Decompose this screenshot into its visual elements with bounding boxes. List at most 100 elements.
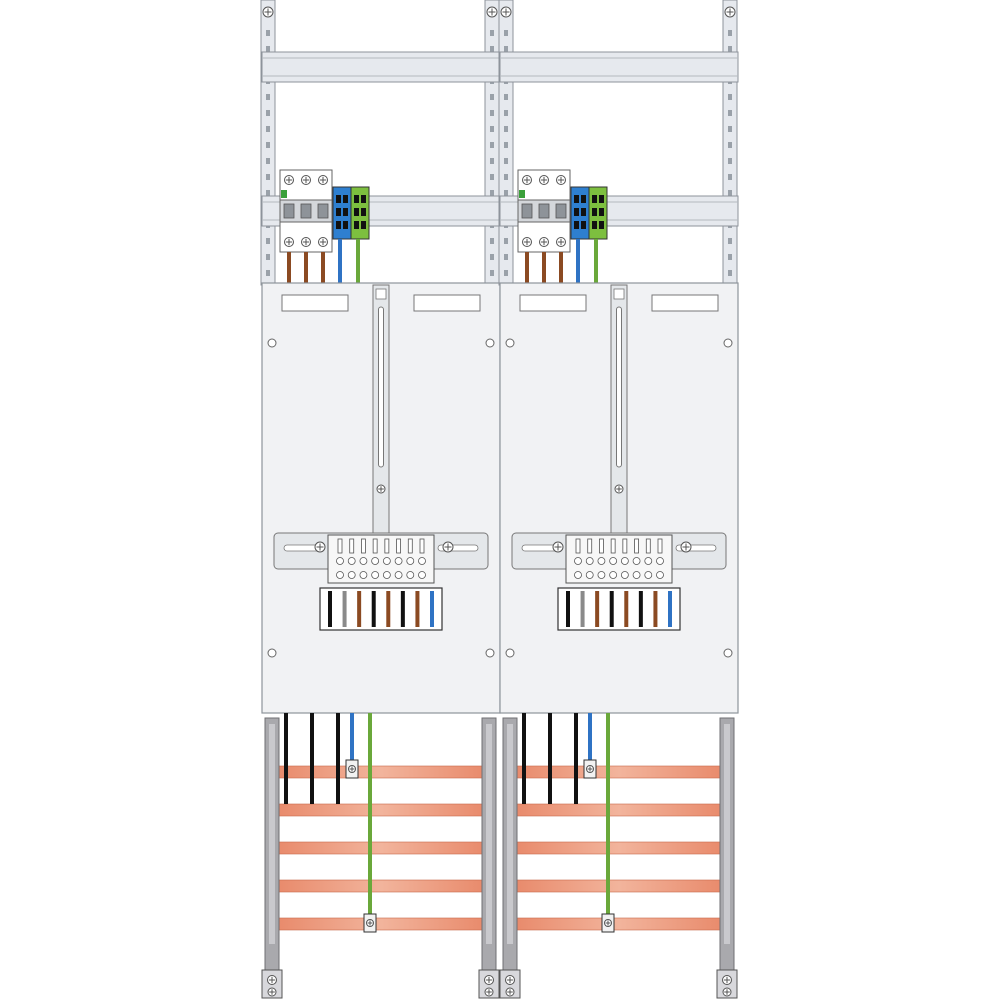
rail-slot (728, 94, 732, 100)
screw-icon (262, 6, 274, 18)
circuit-breaker-icon (517, 169, 571, 253)
terminal-screw (644, 571, 653, 579)
rail-slot (490, 110, 494, 116)
terminal-block-icon (588, 186, 608, 240)
terminal-clamp (361, 538, 366, 554)
rail-slot (504, 190, 508, 196)
busbar-clamp-icon (363, 913, 377, 933)
wire-black (609, 591, 614, 627)
terminal-screw (585, 571, 594, 579)
meter-hook (613, 288, 625, 300)
wire-bank (557, 587, 681, 631)
terminal-hole (592, 208, 597, 216)
terminal-hole (574, 195, 579, 203)
rail-slot (266, 30, 270, 36)
terminal-hole (343, 195, 348, 203)
din-rail (499, 51, 739, 83)
mounting-hole (505, 648, 515, 658)
rail-slot (504, 46, 508, 52)
wire-bank (319, 587, 443, 631)
support-highlight (724, 724, 730, 944)
screw-icon (267, 975, 277, 985)
din-rail-body (499, 51, 739, 83)
rail-slot (490, 254, 494, 260)
meter-terminal-strip (565, 534, 673, 584)
terminal-body (588, 186, 608, 240)
terminal-clamp (384, 538, 390, 554)
meter-mount-icon (372, 284, 390, 534)
terminal-hole (599, 208, 604, 216)
breaker-lever (317, 203, 329, 219)
terminal-hole (354, 208, 359, 216)
terminal-hole (361, 208, 366, 216)
screw-icon (267, 987, 277, 997)
terminal-clamp (575, 538, 581, 554)
mounting-hole (485, 338, 495, 348)
terminal-hole (581, 208, 586, 216)
terminal-clamp (622, 538, 628, 554)
breaker-lever (283, 203, 295, 219)
wire-blue (430, 591, 434, 627)
terminal-clamp (657, 538, 663, 554)
rail-slot (490, 94, 494, 100)
meter-terminal-strip (327, 534, 435, 584)
circuit-breaker-icon (279, 169, 333, 253)
screw-icon (484, 987, 494, 997)
screw-icon (522, 237, 532, 247)
terminal-clamp (610, 538, 616, 554)
screw-icon (366, 919, 374, 927)
terminal-screw (585, 557, 594, 565)
screw-icon (680, 541, 692, 553)
rail-slot (266, 238, 270, 244)
rail-slot (504, 238, 508, 244)
wire-brown (624, 591, 629, 627)
rail-slot (490, 270, 494, 276)
rail-slot (266, 142, 270, 148)
rail-slot (504, 126, 508, 132)
terminal-screw (620, 571, 629, 579)
terminal-screw (574, 571, 582, 579)
terminal-body (570, 186, 590, 240)
terminal-clamp (645, 538, 651, 554)
screw-icon (505, 987, 515, 997)
terminal-screw (609, 557, 618, 565)
busbar-support (716, 717, 738, 999)
terminal-screw (336, 571, 344, 579)
screw-icon (376, 484, 386, 494)
terminal-screw (632, 571, 641, 579)
rail-slot (728, 254, 732, 260)
screw-icon (539, 237, 549, 247)
screw-icon (348, 765, 356, 773)
terminal-clamp (407, 538, 413, 554)
terminal-screw (644, 557, 653, 565)
terminal-hole (336, 221, 341, 229)
terminal-clamp (587, 538, 593, 554)
copper-busbar (511, 841, 727, 855)
rail-slot (490, 238, 494, 244)
rail-slot (266, 158, 270, 164)
busbar-section (511, 765, 727, 931)
busbar-clamp-icon (261, 969, 283, 999)
terminal-block-icon (350, 186, 370, 240)
terminal-screw (418, 557, 426, 565)
support-highlight (269, 724, 275, 944)
rail-slot (728, 190, 732, 196)
wire-black (328, 591, 332, 627)
terminal-clamp (396, 538, 401, 554)
screw-icon (500, 6, 512, 18)
terminal-hole (581, 221, 586, 229)
screw-icon (586, 765, 594, 773)
label-slot (651, 294, 719, 312)
mounting-hole (267, 338, 277, 348)
screw-icon (539, 175, 549, 185)
meter-panel (261, 282, 501, 714)
rail-slot (490, 142, 494, 148)
busbar-clamp-icon (345, 759, 359, 779)
vertical-rail (498, 0, 514, 286)
rail-slot (504, 254, 508, 260)
terminal-screw (359, 557, 368, 565)
rail-slot (266, 190, 270, 196)
terminal-screw (609, 571, 618, 579)
screw-icon (724, 6, 736, 18)
rail-slot (266, 174, 270, 180)
